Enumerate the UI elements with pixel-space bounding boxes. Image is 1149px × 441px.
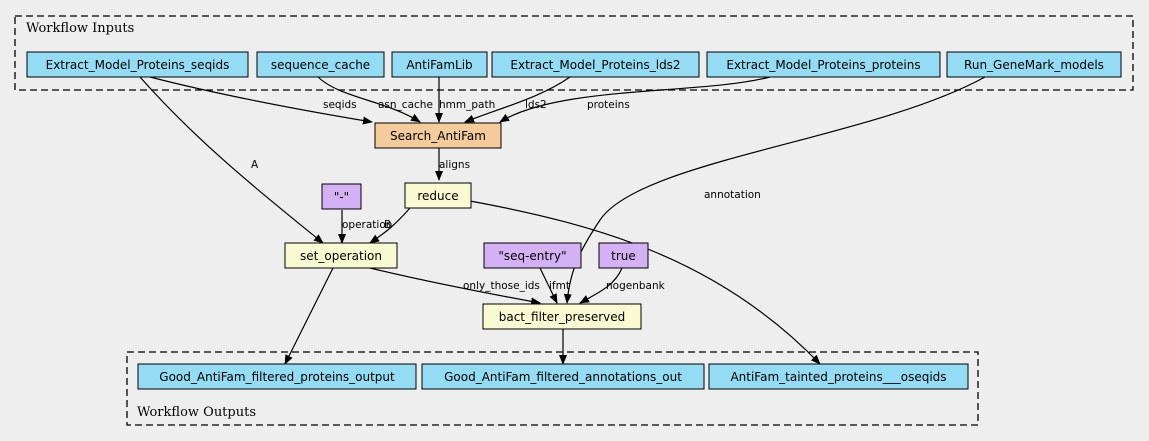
edge-label-seqids: seqids	[323, 99, 357, 111]
node-run-genemark[interactable]: Run_GeneMark_models	[946, 51, 1122, 78]
edges	[139, 76, 986, 365]
edge-reduce-tainted	[469, 200, 821, 365]
node-true-constant[interactable]: true	[598, 242, 649, 269]
edge-labels: seqids asn_cache hmm_path lds2 proteins …	[251, 99, 761, 292]
node-sequence-cache[interactable]: sequence_cache	[256, 51, 385, 78]
workflow-outputs-cluster: Workflow Outputs	[126, 351, 979, 426]
node-out-annotations[interactable]: Good_AntiFam_filtered_annotations_out	[421, 363, 705, 390]
node-label: Extract_Model_Proteins_lds2	[510, 58, 680, 72]
node-extract-proteins[interactable]: Extract_Model_Proteins_proteins	[706, 51, 941, 78]
edge-b	[369, 207, 411, 244]
node-label: Run_GeneMark_models	[964, 58, 1104, 72]
node-seq-entry-constant[interactable]: "seq-entry"	[483, 242, 582, 269]
edge-nogenbank	[579, 267, 623, 304]
node-label: set_operation	[300, 249, 382, 263]
edge-seqids	[149, 76, 373, 125]
node-label: Extract_Model_Proteins_seqids	[46, 58, 230, 72]
node-set-operation[interactable]: set_operation	[284, 242, 398, 269]
node-label: "seq-entry"	[498, 249, 566, 263]
edge-ifmt	[539, 267, 558, 304]
node-dash-constant[interactable]: "-"	[321, 183, 362, 210]
node-label: AntiFamLib	[406, 58, 472, 72]
node-label: Search_AntiFam	[390, 129, 486, 143]
edge-lds2	[464, 76, 571, 123]
node-label: Good_AntiFam_filtered_annotations_out	[444, 370, 682, 384]
node-antifamlib[interactable]: AntiFamLib	[391, 51, 488, 78]
node-label: bact_filter_preserved	[499, 310, 626, 324]
node-label: reduce	[417, 189, 458, 203]
node-label: Extract_Model_Proteins_proteins	[726, 58, 920, 72]
workflow-inputs-cluster: Workflow Inputs	[14, 15, 1134, 91]
node-label: "-"	[334, 190, 349, 204]
edge-label-only-those-ids: only_those_ids	[463, 280, 540, 292]
node-extract-seqids[interactable]: Extract_Model_Proteins_seqids	[26, 51, 249, 78]
node-reduce[interactable]: reduce	[404, 182, 472, 209]
edge-proteins	[499, 76, 771, 123]
edge-label-proteins: proteins	[587, 99, 630, 111]
edge-only-those-ids	[369, 267, 541, 306]
node-out-proteins[interactable]: Good_AntiFam_filtered_proteins_output	[137, 363, 417, 390]
node-extract-lds2[interactable]: Extract_Model_Proteins_lds2	[491, 51, 700, 78]
edge-label-b: B	[384, 219, 391, 231]
edge-label-annotation: annotation	[704, 189, 761, 201]
edge-label-hmm-path: hmm_path	[439, 99, 495, 111]
edge-label-nogenbank: nogenbank	[606, 280, 666, 292]
node-bact-filter-preserved[interactable]: bact_filter_preserved	[482, 303, 642, 330]
node-label: Good_AntiFam_filtered_proteins_output	[159, 370, 395, 384]
edge-label-operation: operation	[342, 219, 392, 231]
node-label: true	[611, 249, 636, 263]
node-label: AntiFam_tainted_proteins___oseqids	[730, 370, 946, 384]
edge-label-asn-cache: asn_cache	[378, 99, 433, 111]
edge-setop-proteins-out	[284, 267, 334, 365]
node-label: sequence_cache	[271, 58, 370, 72]
node-out-tainted[interactable]: AntiFam_tainted_proteins___oseqids	[708, 363, 969, 390]
edge-label-lds2: lds2	[525, 99, 547, 111]
edge-asn-cache	[317, 76, 421, 123]
edge-label-a: A	[251, 159, 259, 171]
edge-a	[139, 76, 324, 244]
edge-label-ifmt: ifmt	[549, 280, 570, 292]
edge-label-aligns: aligns	[439, 159, 470, 171]
node-search-antifam[interactable]: Search_AntiFam	[374, 122, 502, 149]
workflow-outputs-label: Workflow Outputs	[137, 405, 256, 420]
workflow-inputs-label: Workflow Inputs	[26, 21, 134, 36]
